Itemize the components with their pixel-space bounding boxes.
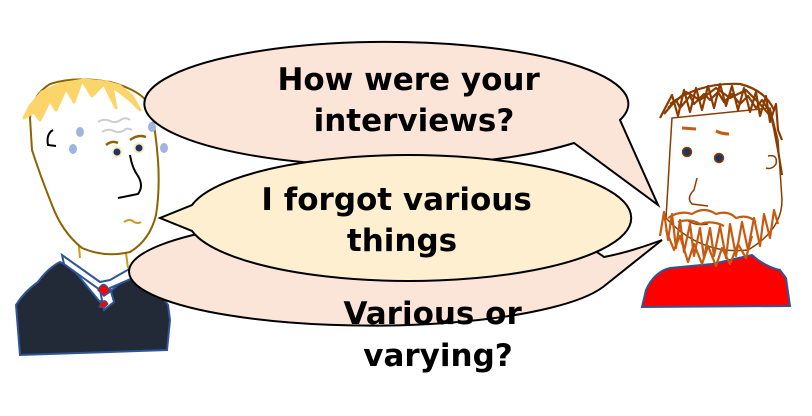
bubble-middle-shape [157,154,633,282]
left-eye [111,146,123,158]
bubble-middle-line-1: I forgot various [261,182,531,218]
sweat-drops-icon [69,122,168,154]
right-character [640,82,792,309]
left-mouth [123,219,142,224]
right-hair [659,82,784,176]
bubble-top-line-2: interviews? [314,103,515,139]
bubble-bottom-text: Various or varying? [343,296,532,374]
bubble-bottom-line-1: Various or [343,296,522,332]
bubble-bottom-line-2: varying? [363,338,513,374]
right-ear [765,154,778,170]
right-man-left-eyebrow [681,126,697,131]
bubble-top-text: How were your interviews? [277,62,550,139]
right-man-left-eye [681,146,693,158]
tie-tip [98,300,109,309]
speech-bubble-top: How were your interviews? [143,40,661,209]
left-collar [60,252,144,312]
right-eye [133,142,145,154]
forehead-wrinkles [97,117,133,134]
right-man-mouth [687,220,709,226]
right-man-right-eye [713,152,725,164]
bubble-top-line-1: How were your [277,62,540,98]
bubble-middle-text: I forgot various things [261,182,542,259]
right-man-nose [688,177,709,207]
left-character [14,78,172,357]
right-eyebrow [129,134,147,142]
right-man-right-eyebrow [715,129,730,136]
left-eyebrow [105,140,119,146]
right-beard [658,208,780,268]
right-shirt [640,253,792,309]
speech-bubble-middle: I forgot various things [157,154,633,282]
tie-knot [97,283,111,297]
bubble-middle-line-2: things [347,223,457,259]
left-ear [46,129,57,147]
left-hair [22,78,142,122]
left-head [28,78,160,256]
left-nose [117,154,142,199]
